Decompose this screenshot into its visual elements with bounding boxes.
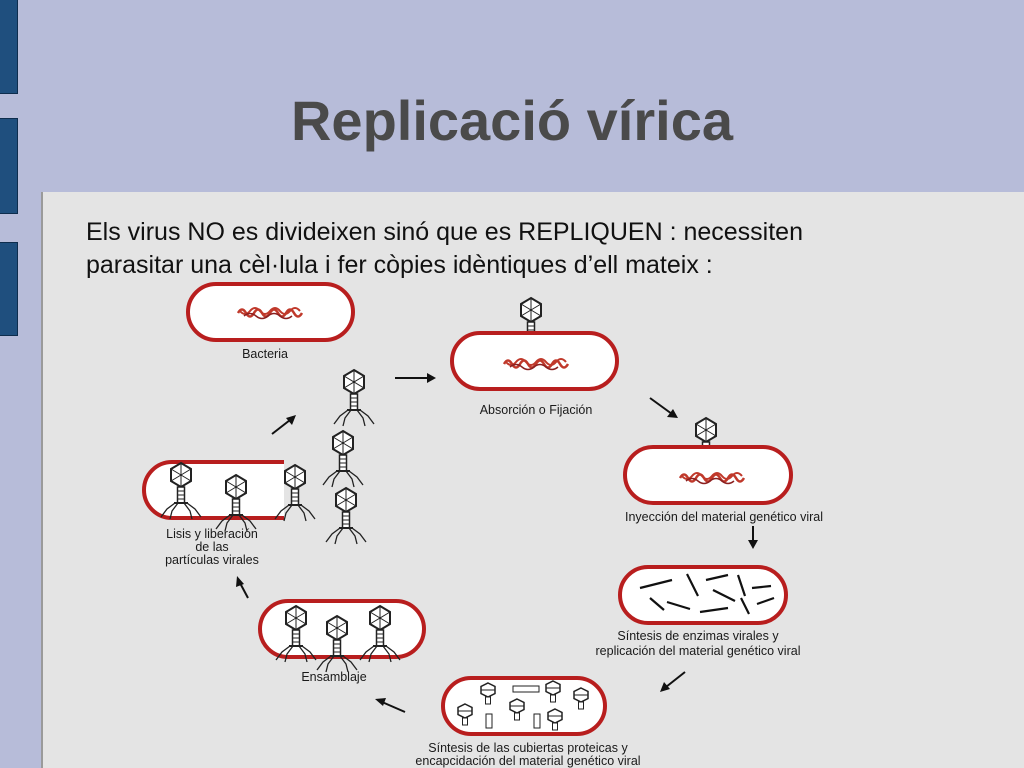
label-absorcion: Absorción o Fijación [480,403,593,417]
free-phage-icon [333,369,375,427]
stage-bacteria: Bacteria [186,282,355,361]
tail-icon [512,685,540,693]
label-lisis-1: Lisis y liberación [166,527,258,541]
arrow-2 [649,397,678,418]
label-lisis-3: partículas virales [165,553,259,567]
stage-ensamblaje: Ensamblaje [258,599,426,684]
label-enzimas-1: Síntesis de enzimas virales y [617,629,779,643]
label-ensamblaje: Ensamblaje [301,670,366,684]
intro-line-1: Els virus NO es divideixen sinó que es R… [86,218,803,246]
label-bacteria: Bacteria [242,347,288,361]
label-lisis-2: de las [195,540,228,554]
arrow-5 [375,698,406,713]
inyeccion-cell [623,445,793,505]
slide-title: Replicació vírica [290,89,733,152]
side-tab-3 [0,242,18,336]
side-tab-2 [0,118,18,214]
arrow-7 [271,415,296,435]
stage-sintesis-enzimas: Síntesis de enzimas virales y replicació… [596,565,801,658]
tail-icon [485,713,493,729]
tail-icon [533,713,541,729]
stage-sintesis-cubiertas: Síntesis de las cubiertas proteicas y en… [415,676,641,768]
intro-line-2: parasitar una cèl·lula i fer còpies idèn… [86,251,713,279]
label-enzimas-2: replicación del material genético viral [596,644,801,658]
cycle-arrows [236,373,758,713]
label-cubiertas-1: Síntesis de las cubiertas proteicas y [428,741,628,755]
label-cubiertas-2: encapcidación del material genético vira… [415,754,640,768]
intro-text: Els virus NO es divideixen sinó que es R… [86,216,986,282]
arrow-6 [236,576,249,599]
lysed-cell [142,460,284,520]
arrow-1 [395,373,436,383]
phage-icon [325,487,367,545]
absorcion-cell [450,331,619,391]
arrow-3 [748,526,758,549]
dna-fragments [639,573,775,615]
side-tab-1 [0,0,18,94]
label-inyeccion: Inyección del material genético viral [625,510,823,524]
stage-inyeccion: Inyección del material genético viral [623,417,823,524]
stage-lisis: Lisis y liberación de las partículas vir… [142,430,367,567]
enzimas-cell [618,565,788,625]
stage-absorcion: Absorción o Fijación [450,297,619,417]
arrow-4 [660,671,686,692]
phage-icon [322,430,364,488]
